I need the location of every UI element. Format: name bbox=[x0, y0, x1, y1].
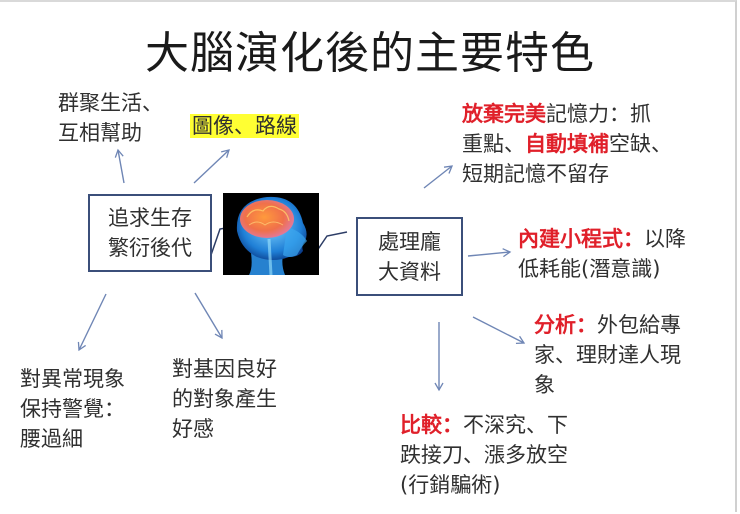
arrow-to-social bbox=[114, 148, 125, 184]
memory-line-2: 重點、自動填補空缺、 bbox=[462, 129, 672, 159]
memory-emphasis-2: 自動填補 bbox=[525, 132, 609, 156]
compare-line-1: 比較：不深究、下 bbox=[400, 410, 568, 440]
survival-line-2: 繁衍後代 bbox=[108, 236, 192, 260]
good-genes-line-1: 對基因良好 bbox=[172, 357, 277, 381]
memory-emphasis-1: 放棄完美 bbox=[462, 102, 546, 126]
good-genes-line-3: 好感 bbox=[172, 417, 214, 441]
anomaly-node: 對異常現象 保持警覺： 腰過細 bbox=[20, 364, 125, 454]
social-line-1: 群聚生活、 bbox=[58, 91, 163, 115]
analysis-line-2: 家、理財達人現 bbox=[534, 343, 681, 367]
big-data-box: 處理龐 大資料 bbox=[356, 217, 463, 296]
images-routes-node: 圖像、路線 bbox=[190, 111, 299, 141]
good-genes-line-2: 的對象產生 bbox=[172, 387, 277, 411]
big-data-line-1: 處理龐 bbox=[378, 229, 441, 254]
good-genes-node: 對基因良好 的對象產生 好感 bbox=[172, 354, 277, 444]
arrow-to-memory bbox=[423, 165, 454, 189]
memory-text-2a: 重點、 bbox=[462, 132, 525, 156]
big-data-line-2: 大資料 bbox=[378, 259, 441, 284]
arrow-to-builtin bbox=[467, 248, 512, 258]
social-line-2: 互相幫助 bbox=[58, 121, 142, 145]
analysis-node: 分析：外包給專 家、理財達人現 象 bbox=[534, 310, 681, 400]
analysis-line-3: 象 bbox=[534, 373, 555, 397]
compare-emphasis: 比較： bbox=[400, 413, 463, 437]
builtin-line-2: 低耗能(潛意識) bbox=[518, 257, 661, 281]
builtin-line-1: 內建小程式：以降 bbox=[518, 224, 686, 254]
arrow-to-anomaly bbox=[77, 293, 107, 352]
compare-line-2: 跌接刀、漲多放空 bbox=[400, 443, 568, 467]
memory-text-1: 記憶力：抓 bbox=[546, 102, 651, 126]
memory-line-3: 短期記憶不留存 bbox=[462, 162, 609, 186]
anomaly-line-2: 保持警覺： bbox=[20, 397, 125, 421]
compare-text-1: 不深究、下 bbox=[463, 413, 568, 437]
compare-node: 比較：不深究、下 跌接刀、漲多放空 (行銷騙術) bbox=[400, 410, 568, 500]
social-node: 群聚生活、 互相幫助 bbox=[58, 88, 163, 148]
compare-line-3: (行銷騙術) bbox=[400, 473, 501, 497]
anomaly-line-1: 對異常現象 bbox=[20, 367, 125, 391]
slide-title: 大腦演化後的主要特色 bbox=[145, 28, 595, 79]
arrow-to-good-genes bbox=[194, 292, 223, 340]
images-routes-highlight: 圖像、路線 bbox=[190, 114, 299, 138]
survival-reproduction-box: 追求生存 繁衍後代 bbox=[88, 194, 212, 272]
builtin-emphasis: 內建小程式： bbox=[518, 227, 644, 251]
memory-line-1: 放棄完美記憶力：抓 bbox=[462, 99, 672, 129]
analysis-line-1: 分析：外包給專 bbox=[534, 310, 681, 340]
arrow-to-analysis bbox=[472, 316, 526, 345]
brain-xray-image bbox=[223, 193, 319, 275]
builtin-node: 內建小程式：以降 低耗能(潛意識) bbox=[518, 224, 686, 284]
arrow-to-images bbox=[193, 149, 230, 184]
brain-icon bbox=[223, 193, 319, 275]
memory-text-2b: 空缺、 bbox=[609, 132, 672, 156]
memory-node: 放棄完美記憶力：抓 重點、自動填補空缺、 短期記憶不留存 bbox=[462, 99, 672, 189]
analysis-emphasis: 分析： bbox=[534, 313, 597, 337]
anomaly-line-3: 腰過細 bbox=[20, 427, 83, 451]
survival-line-1: 追求生存 bbox=[108, 206, 192, 230]
builtin-text-1: 以降 bbox=[644, 227, 686, 251]
analysis-text-1: 外包給專 bbox=[597, 313, 681, 337]
